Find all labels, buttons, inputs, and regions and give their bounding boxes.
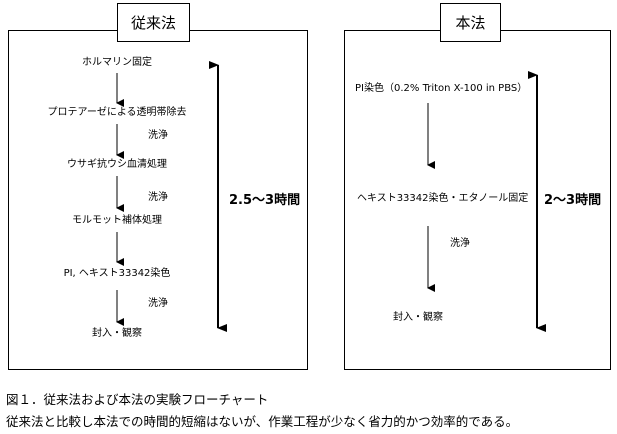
step-formalin: ホルマリン固定: [82, 57, 152, 68]
step-pi: PI染色（0.2% Triton X-100 in PBS）: [355, 83, 528, 94]
step-staining: PI, ヘキスト33342染色: [63, 268, 171, 279]
wash-label: 洗浄: [450, 238, 470, 249]
conventional-title: 従来法: [117, 3, 190, 42]
caption-title: 図１．従来法および本法の実験フローチャート: [6, 392, 269, 407]
step-hoechst: ヘキスト33342染色・エタノール固定: [357, 193, 529, 204]
step-antiserum: ウサギ抗ウシ血清処理: [67, 159, 167, 170]
wash-label: 洗浄: [148, 130, 168, 141]
step-protease: プロテアーゼによる透明帯除去: [47, 107, 187, 118]
wash-label: 洗浄: [148, 192, 168, 203]
wash-label: 洗浄: [148, 298, 168, 309]
step-mount: 封入・観察: [92, 328, 142, 339]
caption-text: 従来法と比較し本法での時間的短縮はないが、作業工程が少なく省力的かつ効率的である…: [6, 414, 519, 429]
new-method-title: 本法: [440, 3, 501, 42]
step-complement: モルモット補体処理: [72, 215, 162, 226]
step-mount: 封入・観察: [393, 312, 443, 323]
new-method-duration: 2〜3時間: [544, 193, 602, 208]
conventional-duration: 2.5〜3時間: [229, 193, 301, 208]
